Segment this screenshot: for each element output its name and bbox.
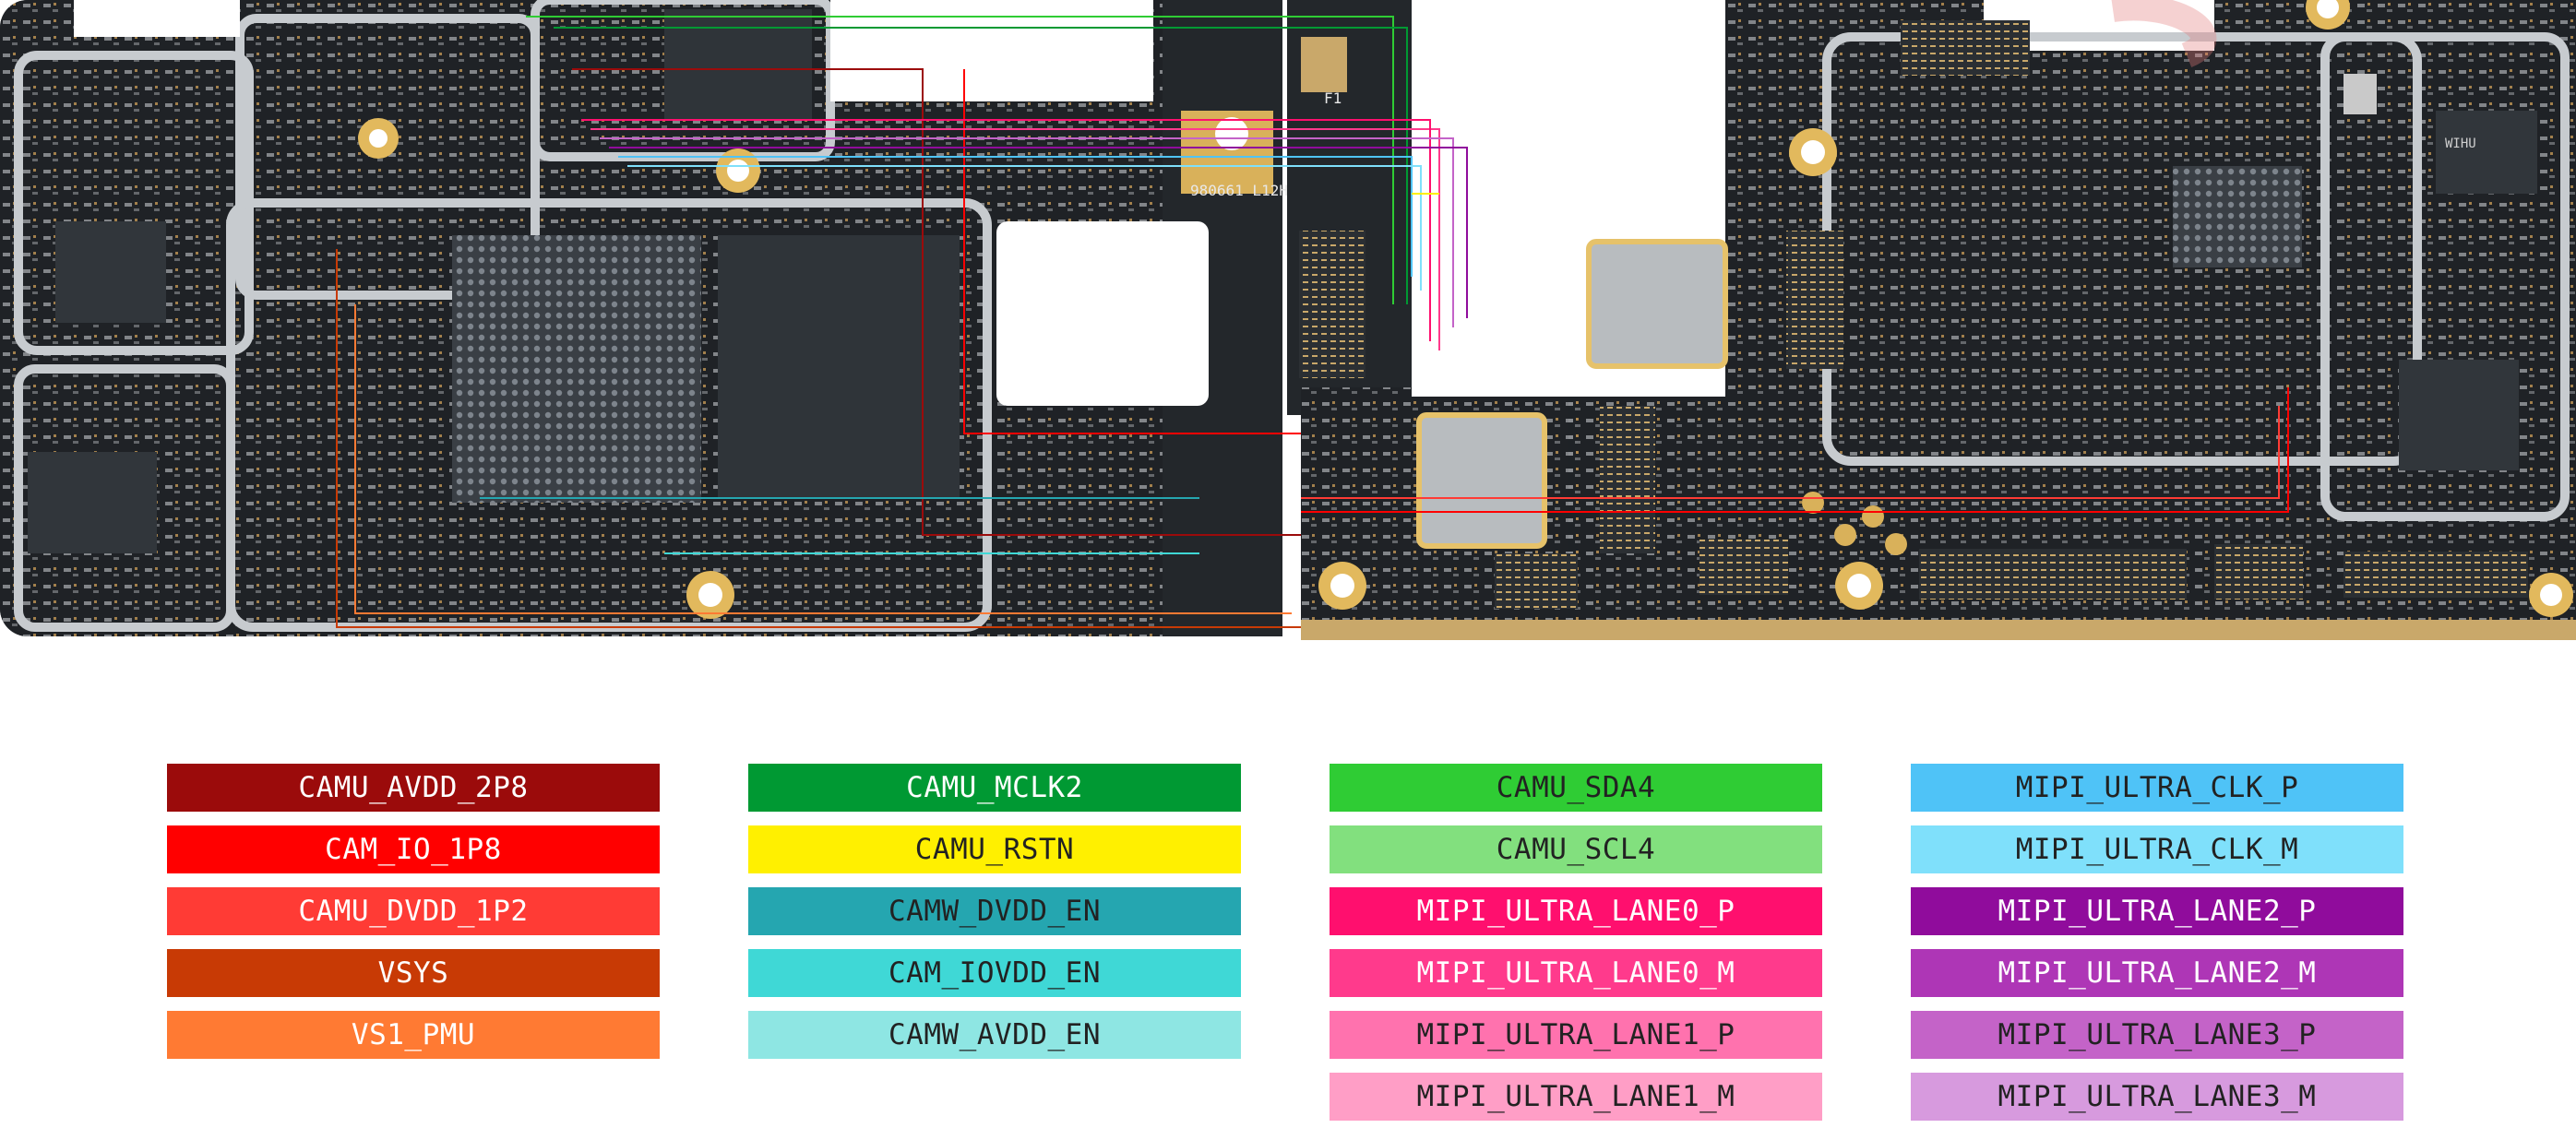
legend-item-camw-avdd-en: CAMW_AVDD_EN — [748, 1011, 1241, 1059]
legend-item-mipi-ultra-lane2-m: MIPI_ULTRA_LANE2_M — [1911, 949, 2403, 997]
legend-item-camu-avdd-2p8: CAMU_AVDD_2P8 — [167, 764, 660, 812]
legend-item-mipi-ultra-lane0-m: MIPI_ULTRA_LANE0_M — [1330, 949, 1822, 997]
legend-item-mipi-ultra-clk-p: MIPI_ULTRA_CLK_P — [1911, 764, 2403, 812]
legend-item-mipi-ultra-clk-m: MIPI_ULTRA_CLK_M — [1911, 825, 2403, 873]
chip-marking-3: WIHU — [2445, 137, 2476, 151]
legend-item-camu-sda4: CAMU_SDA4 — [1330, 764, 1822, 812]
legend-item-camu-scl4: CAMU_SCL4 — [1330, 825, 1822, 873]
legend-item-camu-mclk2: CAMU_MCLK2 — [748, 764, 1241, 812]
legend-item-camu-dvdd-1p2: CAMU_DVDD_1P2 — [167, 887, 660, 935]
legend-item-mipi-ultra-lane0-p: MIPI_ULTRA_LANE0_P — [1330, 887, 1822, 935]
watermark-logo — [2111, 0, 2217, 67]
center-flex-connector: F1 — [1287, 0, 1412, 415]
legend-item-mipi-ultra-lane1-p: MIPI_ULTRA_LANE1_P — [1330, 1011, 1822, 1059]
legend-item-vsys: VSYS — [167, 949, 660, 997]
legend-item-cam-iovdd-en: CAM_IOVDD_EN — [748, 949, 1241, 997]
legend-item-cam-io-1p8: CAM_IO_1P8 — [167, 825, 660, 873]
legend-item-camw-dvdd-en: CAMW_DVDD_EN — [748, 887, 1241, 935]
right-board: WIHU — [1301, 0, 2576, 636]
pcb-board-photo: 980661 L12HF F1 — [0, 0, 2576, 640]
legend-item-vs1-pmu: VS1_PMU — [167, 1011, 660, 1059]
legend-item-mipi-ultra-lane3-m: MIPI_ULTRA_LANE3_M — [1911, 1073, 2403, 1121]
chip-marking-1: 980661 L12HF — [1190, 182, 1297, 199]
legend-item-mipi-ultra-lane2-p: MIPI_ULTRA_LANE2_P — [1911, 887, 2403, 935]
legend-item-mipi-ultra-lane1-m: MIPI_ULTRA_LANE1_M — [1330, 1073, 1822, 1121]
legend-item-mipi-ultra-lane3-p: MIPI_ULTRA_LANE3_P — [1911, 1011, 2403, 1059]
chip-marking-2: F1 — [1324, 89, 1342, 107]
legend-item-camu-rstn: CAMU_RSTN — [748, 825, 1241, 873]
signal-trace-overlay — [336, 16, 2289, 628]
pcb-board-illustration: 980661 L12HF F1 — [0, 0, 2576, 640]
